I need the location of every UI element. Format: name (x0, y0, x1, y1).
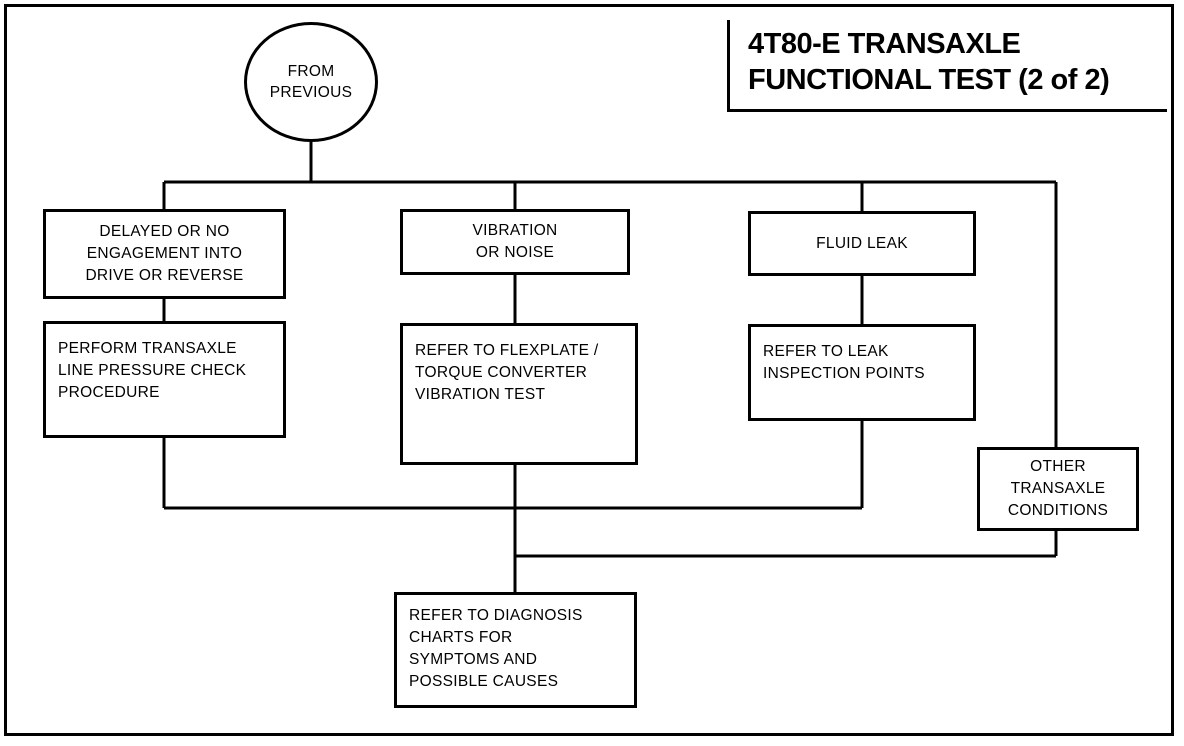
box-line: REFER TO LEAK (763, 343, 889, 360)
box-line: TORQUE CONVERTER (415, 364, 588, 381)
title-line-1: 4T80-E TRANSAXLE (748, 28, 1021, 60)
box-line: PROCEDURE (58, 384, 160, 401)
box-line: ENGAGEMENT INTO (86, 245, 243, 262)
box-line: DRIVE OR REVERSE (85, 267, 244, 284)
action-box-flexplate-test: REFER TO FLEXPLATE / TORQUE CONVERTER VI… (400, 323, 638, 465)
symptom-box-fluid-leak: FLUID LEAK (748, 211, 976, 276)
box-line: CONDITIONS (1007, 502, 1109, 519)
action-box-leak-inspection: REFER TO LEAK INSPECTION POINTS (748, 324, 976, 421)
box-line: VIBRATION (472, 222, 558, 239)
start-node-line: PREVIOUS (269, 84, 353, 101)
start-node-line: FROM (287, 63, 335, 80)
start-node-from-previous: FROM PREVIOUS (244, 22, 378, 142)
box-line: LINE PRESSURE CHECK (58, 362, 247, 379)
box-line: CHARTS FOR (409, 629, 513, 646)
box-line: TRANSAXLE (1010, 480, 1106, 497)
box-line: SYMPTOMS AND (409, 651, 538, 668)
box-line: REFER TO DIAGNOSIS (409, 607, 583, 624)
symptom-box-vibration-noise: VIBRATION OR NOISE (400, 209, 630, 275)
final-box-diagnosis-charts: REFER TO DIAGNOSIS CHARTS FOR SYMPTOMS A… (394, 592, 637, 708)
box-line: VIBRATION TEST (415, 386, 546, 403)
box-line: POSSIBLE CAUSES (409, 673, 559, 690)
box-line: DELAYED OR NO (99, 223, 230, 240)
title-block: 4T80-E TRANSAXLE FUNCTIONAL TEST (2 of 2… (727, 20, 1167, 112)
box-line: REFER TO FLEXPLATE / (415, 342, 599, 359)
box-line: OR NOISE (475, 244, 555, 261)
box-line: FLUID LEAK (816, 234, 908, 252)
box-line: PERFORM TRANSAXLE (58, 340, 237, 357)
symptom-box-other-conditions: OTHER TRANSAXLE CONDITIONS (977, 447, 1139, 531)
title-line-2: FUNCTIONAL TEST (2 of 2) (748, 64, 1110, 96)
box-line: INSPECTION POINTS (763, 365, 925, 382)
symptom-box-delayed-engagement: DELAYED OR NO ENGAGEMENT INTO DRIVE OR R… (43, 209, 286, 299)
action-box-line-pressure-check: PERFORM TRANSAXLE LINE PRESSURE CHECK PR… (43, 321, 286, 438)
box-line: OTHER (1030, 458, 1086, 475)
diagram-frame (4, 4, 1174, 736)
